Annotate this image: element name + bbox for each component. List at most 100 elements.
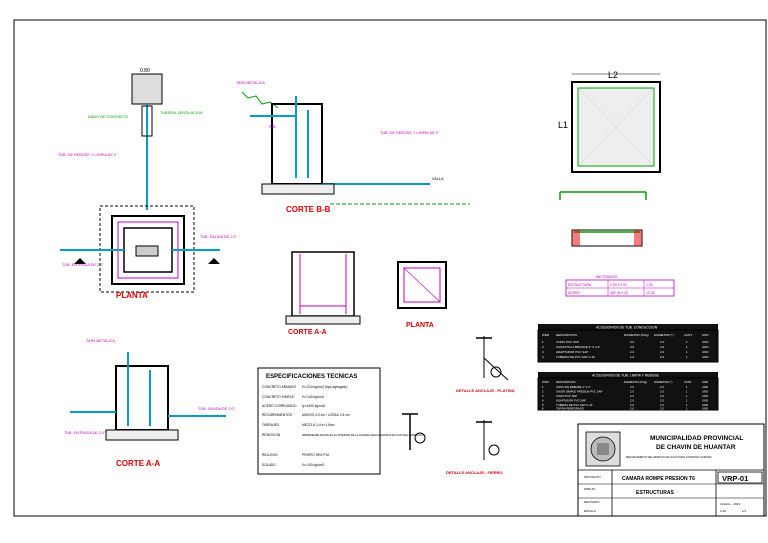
svg-text:UND: UND: [702, 390, 708, 394]
svg-text:CODO PVC SAP: CODO PVC SAP: [556, 394, 577, 398]
detalle-platina-title: DETALLE ANCLAJE - PLATINA: [456, 388, 515, 393]
svg-text:1: 1: [686, 340, 688, 344]
svg-text:5: 5: [542, 403, 544, 407]
svg-text:UND: UND: [702, 403, 708, 407]
svg-text:CODO PVC SAP: CODO PVC SAP: [556, 340, 579, 344]
municipal-logo: [585, 431, 621, 467]
corte-aa-bottom-view: TAPA METALICA TUB. ENTRADA DE 2.0" TUB. …: [64, 339, 236, 468]
title-block: MUNICIPALIDAD PROVINCIAL DE CHAVIN DE HU…: [577, 423, 765, 517]
svg-text:1.20: 1.20: [646, 283, 653, 287]
svg-text:PROYECTO: PROYECTO: [584, 475, 601, 479]
svg-text:4: 4: [542, 399, 544, 403]
svg-text:CONO DE REBOSE 4" X 2": CONO DE REBOSE 4" X 2": [556, 385, 591, 389]
svg-text:CANT: CANT: [684, 380, 692, 384]
svg-text:UND: UND: [702, 399, 708, 403]
tub-bb-label: TUB.: [268, 125, 277, 129]
svg-text:2.0: 2.0: [660, 350, 665, 354]
svg-text:3/8" @ 0.20: 3/8" @ 0.20: [610, 291, 628, 295]
svg-text:UND: UND: [702, 385, 708, 389]
svg-text:2.0: 2.0: [660, 385, 664, 389]
svg-text:2.0: 2.0: [660, 403, 664, 407]
svg-text:DIAMETRO ("): DIAMETRO ("): [654, 333, 674, 337]
planta-top-view: 0.80 DADO DE CONCRETO TUBERIA VENTILACIO…: [58, 68, 238, 300]
scale: 1:20: [720, 509, 726, 513]
view-title-corte-aa-small: CORTE A-A: [288, 329, 327, 336]
svg-text:PROPIO 95% P.M.: PROPIO 95% P.M.: [302, 453, 330, 457]
svg-text:1: 1: [686, 390, 688, 394]
svg-text:DIBUJO: DIBUJO: [584, 487, 596, 491]
svg-text:1: 1: [686, 385, 688, 389]
svg-text:TUBERIA DE PVC SAP C-10: TUBERIA DE PVC SAP C-10: [556, 403, 593, 407]
svg-text:f'c=140 kg/cm2: f'c=140 kg/cm2: [302, 395, 324, 399]
svg-text:RECUBRIMIENTOS: RECUBRIMIENTOS: [262, 413, 293, 417]
date: Octubre - 2023: [720, 502, 740, 506]
salida-bottom-label: TUB. SALIDA DE 2.0": [198, 407, 236, 411]
svg-text:UND: UND: [702, 394, 708, 398]
svg-text:UND: UND: [702, 407, 708, 411]
svg-text:ESCALA: ESCALA: [584, 509, 596, 513]
svg-text:UND: UND: [702, 380, 708, 384]
svg-text:0.90 x 0.90: 0.90 x 0.90: [610, 283, 627, 287]
metrados-table: METRADOS ESTRUCTURA 0.90 x 0.90 1.20 ACE…: [565, 275, 675, 297]
specialty: ESTRUCTURAS: [636, 490, 674, 496]
svg-text:CONCRETO ARMADO: CONCRETO ARMADO: [262, 385, 296, 389]
planta-small-view: PLANTA: [397, 261, 447, 329]
svg-text:1: 1: [686, 355, 688, 359]
metrados-title: METRADOS: [596, 275, 618, 279]
svg-text:3: 3: [542, 394, 544, 398]
project-name: MEJORAMIENTO DEL SERVICIO DE AGUA PARA C…: [626, 455, 712, 459]
svg-text:2.0: 2.0: [660, 394, 664, 398]
losa-plan-view: L2 L1: [558, 70, 661, 173]
view-title-planta-top: PLANTA: [116, 291, 148, 300]
svg-text:2.0: 2.0: [630, 345, 635, 349]
svg-text:4: 4: [542, 355, 544, 359]
svg-text:ADAPTADOR PVC SAP: ADAPTADOR PVC SAP: [556, 350, 588, 354]
corte-aa-small-view: CORTE A-A: [285, 251, 361, 336]
svg-text:2.0: 2.0: [630, 390, 634, 394]
drawing-title: CAMARA ROMPE PRESION T6: [622, 476, 695, 482]
svg-text:ITEM: ITEM: [542, 333, 550, 337]
sheet-code: VRP-01: [722, 474, 748, 483]
svg-text:2.0: 2.0: [630, 350, 635, 354]
tuberia-label: TUBERIA VENTILACION: [160, 111, 203, 115]
svg-text:2.0: 2.0: [660, 390, 664, 394]
svg-text:CANT: CANT: [684, 333, 692, 337]
accesorios-limpia-table: ACCESORIOS DE TUB. LIMPIA Y REBOSE ITEM …: [537, 372, 719, 411]
svg-text:DIAMETRO (Pulg): DIAMETRO (Pulg): [624, 380, 647, 384]
svg-text:REVISADO: REVISADO: [584, 500, 600, 504]
rebose-bb-label: TUB. DE REBOSE Y LIMPIA DE 2": [380, 131, 440, 135]
svg-text:2: 2: [542, 390, 544, 394]
svg-text:UND: UND: [702, 340, 709, 344]
svg-text:2.0: 2.0: [660, 399, 664, 403]
svg-text:IMPERMEABILIZANTE EN EL INTERI: IMPERMEABILIZANTE EN EL INTERIOR DE LA C…: [302, 433, 425, 437]
svg-text:1: 1: [686, 403, 688, 407]
svg-text:TAPON PERFORADO: TAPON PERFORADO: [556, 407, 585, 411]
svg-text:2.0: 2.0: [630, 399, 634, 403]
l2-label: L2: [608, 70, 618, 80]
svg-text:ACCESORIOS DE TUB. CONDUCCION: ACCESORIOS DE TUB. CONDUCCION: [596, 326, 658, 330]
tapa-label: TAPA METALICA: [236, 81, 265, 85]
svg-text:1: 1: [686, 345, 688, 349]
svg-text:UND: UND: [702, 333, 709, 337]
svg-text:ADAPTADOR PVC SAP: ADAPTADOR PVC SAP: [556, 399, 586, 403]
svg-text:2.0: 2.0: [660, 355, 665, 359]
salida-label: TUB. SALIDA DE 2.0": [200, 235, 238, 239]
svg-text:ESTRUCTURA: ESTRUCTURA: [568, 283, 592, 287]
svg-text:CONCRETO SIMPLE: CONCRETO SIMPLE: [262, 395, 295, 399]
svg-text:2.0: 2.0: [630, 385, 634, 389]
org-line1: MUNICIPALIDAD PROVINCIAL: [650, 435, 743, 442]
svg-text:2.0: 2.0: [630, 394, 634, 398]
view-title-corte-aa-bottom: CORTE A-A: [116, 459, 160, 468]
svg-text:1: 1: [542, 385, 544, 389]
svg-text:2: 2: [542, 345, 544, 349]
svg-text:TARRAJEO: TARRAJEO: [262, 423, 280, 427]
svg-text:DIAMETRO (Pulg): DIAMETRO (Pulg): [624, 333, 649, 337]
svg-text:3: 3: [542, 350, 544, 354]
tapa-bottom-label: TAPA METALICA: [86, 339, 115, 343]
svg-text:SOLADO: SOLADO: [262, 463, 276, 467]
svg-text:DESCRIPCION: DESCRIPCION: [556, 380, 575, 384]
svg-text:DIAMETRO ("): DIAMETRO ("): [654, 380, 672, 384]
l1-label: L1: [558, 120, 568, 130]
svg-text:MUROS 4.0 cm / LOSAS 2.5 cm: MUROS 4.0 cm / LOSAS 2.5 cm: [302, 413, 350, 417]
svg-text:fy=4200 kg/cm2: fy=4200 kg/cm2: [302, 404, 326, 408]
